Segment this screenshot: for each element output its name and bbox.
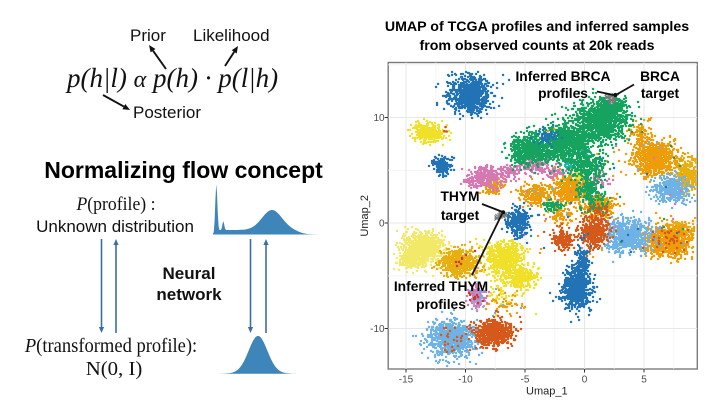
svg-text:-10: -10: [370, 324, 385, 335]
svg-text:-10: -10: [458, 375, 473, 386]
svg-text:0: 0: [582, 375, 588, 386]
svg-text:10: 10: [373, 113, 385, 124]
svg-text:-5: -5: [521, 375, 530, 386]
svg-text:0: 0: [379, 219, 385, 230]
svg-text:-15: -15: [399, 375, 414, 386]
svg-text:Umap_1: Umap_1: [526, 386, 568, 398]
svg-text:5: 5: [641, 375, 647, 386]
svg-text:Umap_2: Umap_2: [359, 195, 371, 237]
